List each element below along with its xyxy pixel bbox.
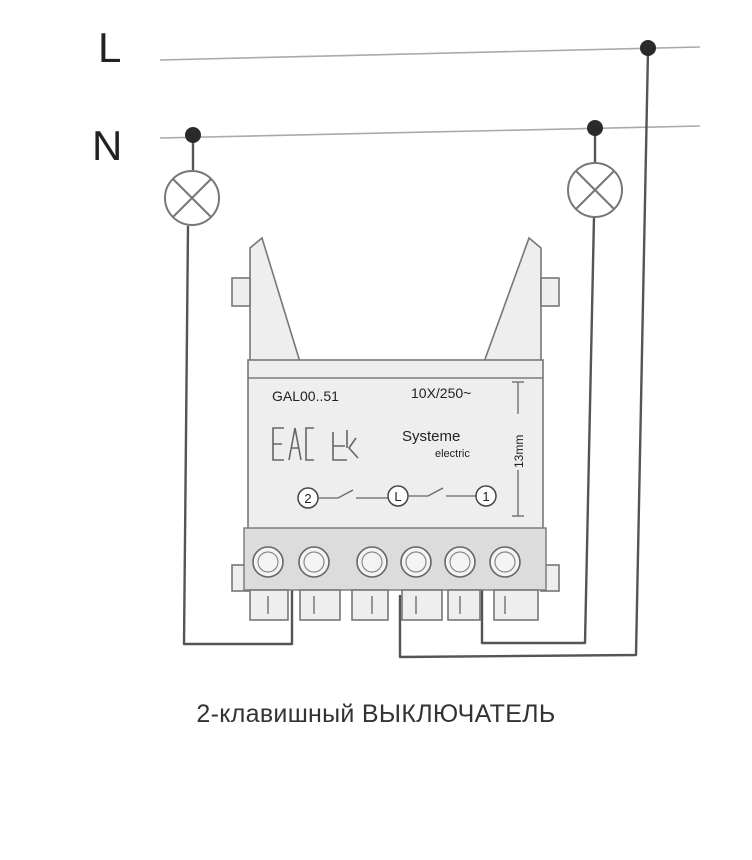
rating-label: 10X/250~ (411, 385, 471, 401)
terminal-l-label: L (394, 489, 401, 504)
left-mounting-claw (249, 236, 302, 363)
terminal-1-label: 1 (482, 489, 489, 504)
live-feed-wire (398, 49, 650, 659)
lamp-1-to-switch-wire (182, 225, 294, 646)
wire-clamps (249, 589, 539, 621)
right-mounting-claw (482, 236, 542, 363)
diagram-caption: 2-клавишный ВЫКЛЮЧАТЕЛЬ (196, 700, 556, 728)
screw-terminal (298, 546, 330, 578)
right-side-tab (540, 277, 560, 307)
strip-length-label: 13mm (512, 435, 526, 468)
live-junction-dot (640, 40, 656, 56)
screw-terminal (356, 546, 388, 578)
screw-terminal (400, 546, 432, 578)
left-side-tab (231, 277, 251, 307)
screw-terminal (252, 546, 284, 578)
live-line-label: L (98, 24, 121, 71)
certification-mark-icon (332, 430, 359, 461)
neutral-bus-line (159, 125, 701, 139)
model-label: GAL00..51 (272, 388, 339, 404)
neutral-junction-dot-2 (587, 120, 603, 136)
screw-terminal (444, 546, 476, 578)
brand-name: Systeme (402, 428, 460, 445)
neutral-line-label: N (92, 122, 122, 169)
screw-terminal (489, 546, 521, 578)
screw-terminals (252, 546, 521, 578)
switch-mechanism: GAL00..51 10X/250~ Systeme electric (231, 236, 560, 621)
contact-schematic: 2 L 1 (297, 485, 497, 509)
brand-subname: electric (435, 448, 470, 460)
live-bus-line (159, 46, 701, 61)
terminal-2-label: 2 (304, 491, 311, 506)
neutral-junction-dot-1 (185, 127, 201, 143)
eac-mark-icon (272, 427, 314, 461)
lamp-2-to-switch-wire (480, 216, 596, 645)
lamp-1-icon (164, 170, 220, 226)
lamp-2-icon (567, 162, 623, 218)
